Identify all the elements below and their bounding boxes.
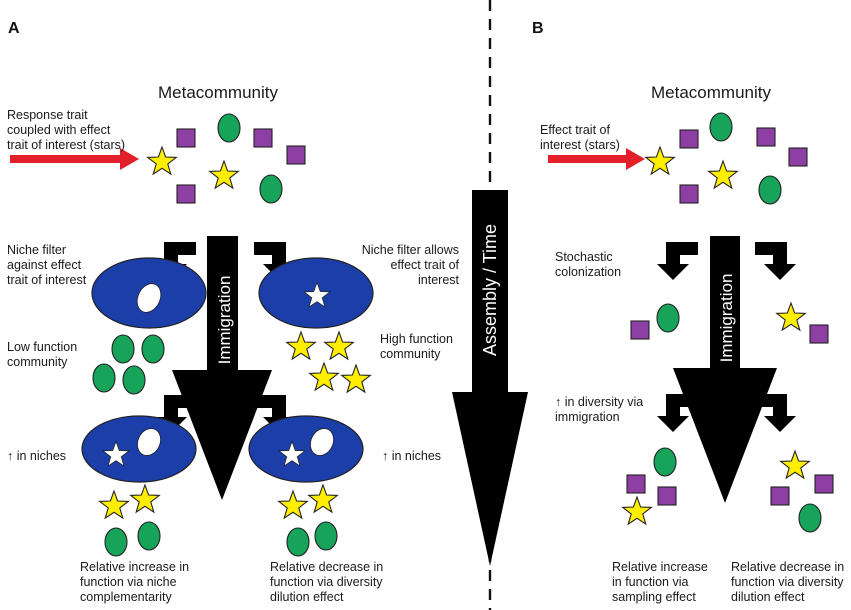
square-icon	[176, 128, 196, 148]
oval-icon	[92, 363, 116, 393]
effect-trait-label: Effect trait of interest (stars)	[540, 123, 620, 152]
square-icon	[626, 474, 646, 494]
oval-icon	[314, 521, 338, 551]
caption-dilution-b: Relative decrease in function via divers…	[731, 560, 845, 604]
oval-icon	[122, 365, 146, 395]
square-icon	[756, 127, 776, 147]
niche-filter-right	[258, 257, 374, 329]
immigration-label-b: Immigration	[717, 274, 736, 363]
immigration-arrow-a	[172, 236, 272, 500]
niches-left-label: ↑ in niches	[7, 449, 67, 463]
niche-filter-left	[91, 257, 207, 329]
star-icon	[324, 331, 354, 360]
red-arrow-a	[10, 148, 139, 170]
oval-icon	[758, 175, 782, 205]
niche-ellipse-bottom-right	[248, 415, 364, 483]
time-arrow-label: Assembly / Time	[480, 224, 500, 356]
star-icon	[99, 490, 129, 519]
star-icon	[308, 484, 338, 513]
community-bottom-right-a	[278, 484, 338, 557]
square-icon	[788, 147, 808, 167]
star-icon	[147, 146, 177, 175]
community-bottom-left-a	[99, 484, 161, 557]
star-icon	[776, 302, 806, 331]
square-icon	[814, 474, 834, 494]
community-bottom-left-b	[622, 447, 677, 525]
metacommunity-a	[147, 113, 306, 204]
oval-icon	[137, 521, 161, 551]
oval-icon	[104, 527, 128, 557]
diversity-immigration-label: ↑ in diversity via immigration	[555, 395, 644, 424]
bent-arrow-icon	[755, 242, 796, 280]
high-function-label: High function community	[380, 332, 453, 361]
oval-icon	[141, 334, 165, 364]
high-function-community	[286, 331, 371, 393]
square-icon	[770, 486, 790, 506]
star-icon	[278, 490, 308, 519]
square-icon	[630, 320, 650, 340]
square-icon	[809, 324, 829, 344]
square-icon	[286, 145, 306, 165]
square-icon	[176, 184, 196, 204]
bent-arrow-icon	[755, 394, 796, 432]
oval-icon	[653, 447, 677, 477]
panel-label-b: B	[532, 20, 544, 37]
star-icon	[780, 450, 810, 479]
star-icon	[209, 160, 239, 189]
response-trait-label: Response trait coupled with effect trait…	[7, 108, 126, 152]
panel-label-a: A	[8, 20, 20, 37]
star-icon	[309, 362, 339, 391]
metacommunity-b	[645, 112, 808, 205]
caption-sampling-effect: Relative increase in function via sampli…	[612, 560, 708, 604]
oval-icon	[217, 113, 241, 143]
square-icon	[657, 486, 677, 506]
square-icon	[679, 129, 699, 149]
time-arrow	[452, 190, 528, 566]
immigration-arrow-b	[673, 236, 777, 503]
colonization-right-b	[776, 302, 829, 344]
niches-right-label: ↑ in niches	[382, 449, 442, 463]
star-icon	[622, 496, 652, 525]
colonization-left-b	[630, 303, 680, 340]
niche-filter-allows-label: Niche filter allows effect trait of inte…	[361, 243, 459, 287]
star-icon	[286, 331, 316, 360]
star-icon	[341, 364, 371, 393]
star-icon	[130, 484, 160, 513]
metacommunity-title-b: Metacommunity	[651, 83, 771, 102]
oval-icon	[111, 334, 135, 364]
oval-icon	[259, 174, 283, 204]
oval-icon	[656, 303, 680, 333]
oval-icon	[709, 112, 733, 142]
star-icon	[645, 146, 675, 175]
bent-arrow-icon	[657, 242, 698, 280]
oval-icon	[286, 527, 310, 557]
square-icon	[253, 128, 273, 148]
immigration-label-a: Immigration	[215, 276, 234, 365]
stochastic-colonization-label: Stochastic colonization	[555, 250, 622, 279]
low-function-label: Low function community	[7, 340, 78, 369]
low-function-community	[92, 334, 165, 395]
caption-niche-complementarity: Relative increase in function via niche …	[80, 560, 190, 604]
metacommunity-title-a: Metacommunity	[158, 83, 278, 102]
star-icon	[708, 160, 738, 189]
oval-icon	[798, 503, 822, 533]
red-arrow-b	[548, 148, 645, 170]
niche-ellipse-bottom-left	[81, 415, 197, 483]
community-bottom-right-b	[770, 450, 834, 533]
niche-filter-against-label: Niche filter against effect trait of int…	[7, 243, 87, 287]
caption-dilution-a: Relative decrease in function via divers…	[270, 560, 384, 604]
square-icon	[679, 184, 699, 204]
